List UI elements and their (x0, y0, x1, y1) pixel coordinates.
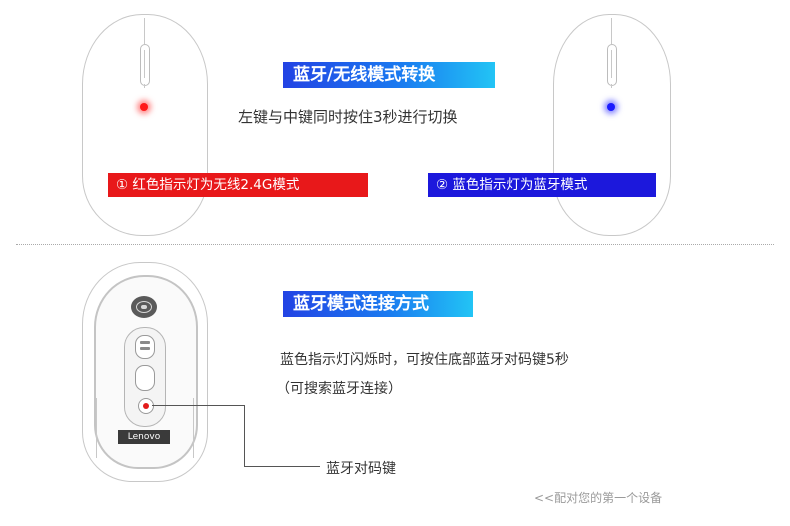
red-led-indicator-icon (140, 103, 148, 111)
leader-line-vertical (244, 405, 245, 466)
blue-led-indicator-icon (607, 103, 615, 111)
scroll-wheel-icon (140, 44, 150, 86)
sensor-icon (131, 296, 157, 318)
mouse-base-left-edge (96, 398, 105, 458)
wheel-line-mid (144, 50, 145, 78)
pairing-instruction-line2: （可搜索蓝牙连接） (276, 381, 402, 397)
pair-button-icon[interactable] (138, 398, 154, 414)
scroll-wheel-icon (607, 44, 617, 86)
blue-mode-label: ② 蓝色指示灯为蓝牙模式 (428, 173, 656, 197)
brand-logo: Lenovo (118, 430, 170, 444)
wheel-line-top (144, 18, 145, 44)
leader-line-to-label (244, 466, 320, 467)
wheel-line-top (611, 18, 612, 44)
mode-switch-instruction: 左键与中键同时按住3秒进行切换 (238, 108, 458, 126)
optical-sensor-icon (135, 365, 155, 391)
wheel-line-bottom (144, 84, 145, 88)
power-switch-icon (135, 335, 155, 359)
section-title-mode-switch: 蓝牙/无线模式转换 (283, 62, 495, 88)
pair-first-device-link[interactable]: <<配对您的第一个设备 (534, 491, 663, 505)
wheel-line-bottom (611, 84, 612, 88)
mouse-base-right-edge (185, 398, 194, 458)
section-title-bluetooth-pairing: 蓝牙模式连接方式 (283, 291, 473, 317)
pairing-instruction-line1: 蓝色指示灯闪烁时，可按住底部蓝牙对码键5秒 (280, 352, 569, 368)
red-mode-label: ① 红色指示灯为无线2.4G模式 (108, 173, 368, 197)
pair-button-label: 蓝牙对码键 (326, 461, 396, 477)
leader-line-horizontal (152, 405, 244, 406)
section-divider (16, 244, 774, 245)
wheel-line-mid (611, 50, 612, 78)
